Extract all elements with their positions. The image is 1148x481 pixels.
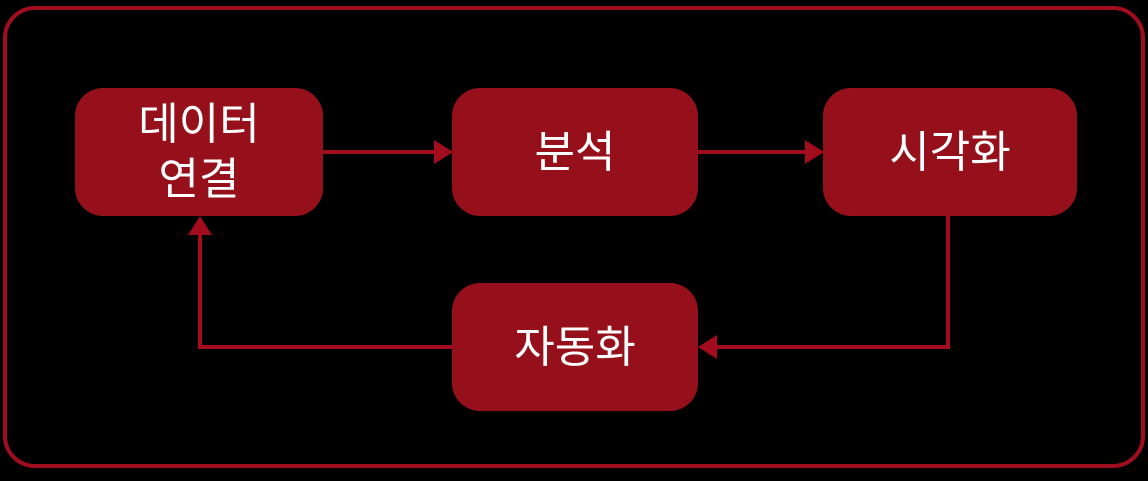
flow-node-label: 분석 (534, 127, 616, 177)
edge-line (198, 233, 452, 349)
flow-node-label: 데이터 연결 (138, 100, 260, 204)
edge-data-connection-to-analysis (323, 140, 453, 164)
edge-line (715, 216, 950, 349)
arrowhead-left-icon (698, 335, 717, 359)
diagram-outer-border (3, 6, 1145, 468)
edge-visualization-to-automation (698, 216, 950, 359)
arrowhead-right-icon (434, 140, 453, 164)
edge-automation-to-data-connection (188, 216, 452, 349)
flow-node-analysis: 분석 (452, 88, 698, 216)
flow-node-label: 자동화 (514, 322, 636, 372)
arrowhead-right-icon (805, 140, 824, 164)
edge-analysis-to-visualization (698, 140, 824, 164)
flow-node-label: 시각화 (889, 127, 1011, 177)
arrowhead-up-icon (188, 216, 212, 235)
flow-node-automation: 자동화 (452, 283, 698, 411)
flow-node-visualization: 시각화 (823, 88, 1077, 216)
flow-node-data-connection: 데이터 연결 (75, 88, 323, 216)
